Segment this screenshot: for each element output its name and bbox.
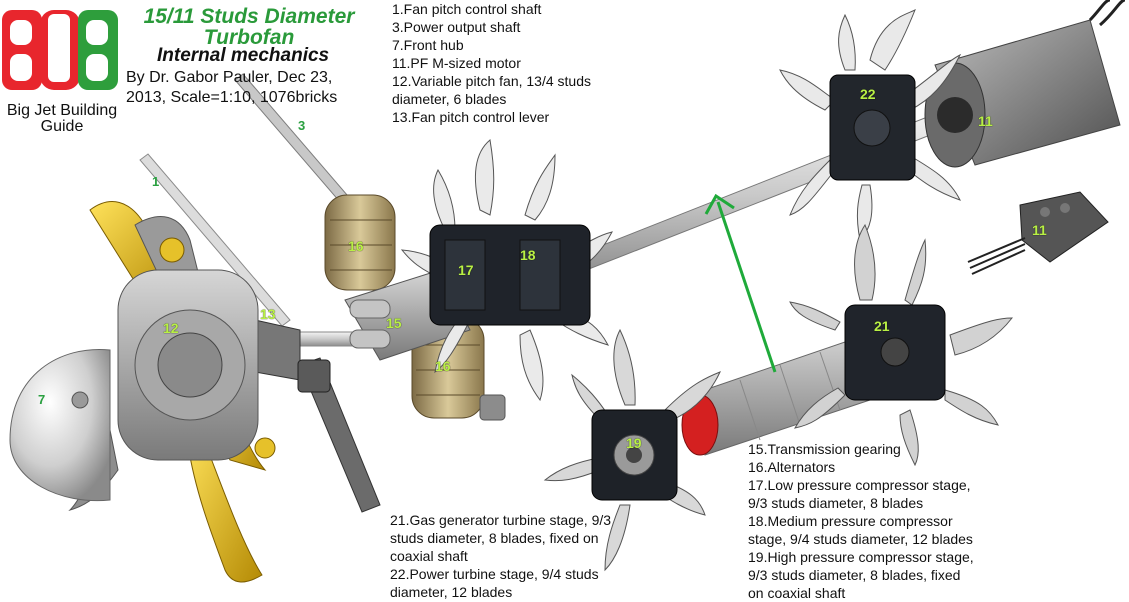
legend-item: diameter, 6 blades bbox=[392, 91, 507, 107]
legend-bottom-left: 21.Gas generator turbine stage, 9/3 stud… bbox=[390, 511, 611, 601]
part-label-15: 15 bbox=[386, 315, 402, 331]
part-label-16-upper: 16 bbox=[348, 238, 364, 254]
title-line2: Turbofan bbox=[203, 26, 295, 49]
legend-item: 3.Power output shaft bbox=[392, 19, 521, 35]
logo-caption-line1: Big Jet Building bbox=[6, 102, 118, 119]
part-label-11-motor: 11 bbox=[978, 113, 993, 129]
pf-motor bbox=[924, 0, 1126, 168]
part-label-18: 18 bbox=[520, 247, 536, 263]
gas-generator-turbine-stage bbox=[789, 223, 1014, 467]
legend-item: 17.Low pressure compressor stage, bbox=[748, 477, 971, 493]
part-label-19: 19 bbox=[626, 435, 642, 451]
compressor-stages-17-18 bbox=[400, 139, 613, 402]
legend-item: 11.PF M-sized motor bbox=[392, 55, 521, 71]
fan-pitch-control-shaft bbox=[139, 153, 291, 327]
legend-item: 1.Fan pitch control shaft bbox=[392, 1, 542, 17]
legend-item: 12.Variable pitch fan, 13/4 studs bbox=[392, 73, 591, 89]
bjb-logo-mark bbox=[2, 10, 118, 90]
subtitle: Internal mechanics bbox=[157, 45, 330, 66]
logo-caption-line2: Guide bbox=[40, 118, 84, 135]
variable-pitch-fan bbox=[68, 201, 276, 583]
byline: By Dr. Gabor Pauler, Dec 23, 2013, Scale… bbox=[126, 68, 337, 108]
byline-line2: 2013, Scale=1:10, 1076bricks bbox=[126, 89, 338, 106]
part-label-11-connector: 11 bbox=[1032, 222, 1047, 238]
front-hub bbox=[9, 348, 111, 502]
legend-item: 13.Fan pitch control lever bbox=[392, 109, 550, 125]
flow-arrow bbox=[704, 193, 777, 373]
legend-item: diameter, 12 blades bbox=[390, 584, 513, 600]
part-label-3: 3 bbox=[298, 118, 306, 133]
legend-item: 18.Medium pressure compressor bbox=[748, 513, 953, 529]
legend-item: 15.Transmission gearing bbox=[748, 441, 901, 457]
legend-item: 21.Gas generator turbine stage, 9/3 bbox=[390, 512, 612, 528]
legend-item: 22.Power turbine stage, 9/4 studs bbox=[390, 566, 599, 582]
power-turbine-stage bbox=[779, 8, 962, 242]
legend-item: studs diameter, 8 blades, fixed on bbox=[390, 530, 599, 546]
part-label-1: 1 bbox=[152, 174, 160, 189]
alternator-upper bbox=[324, 194, 396, 291]
legend-bottom-right: 15.Transmission gearing 16.Alternators 1… bbox=[748, 440, 974, 602]
legend-item: 19.High pressure compressor stage, bbox=[748, 549, 974, 565]
legend-item: stage, 9/4 studs diameter, 12 blades bbox=[748, 531, 973, 547]
pf-connector bbox=[967, 191, 1109, 275]
part-label-13: 13 bbox=[260, 306, 276, 322]
bjb-logo bbox=[2, 2, 122, 102]
high-pressure-compressor-stage bbox=[543, 328, 721, 572]
legend-item: 9/3 studs diameter, 8 blades, fixed bbox=[748, 567, 961, 583]
byline-line1: By Dr. Gabor Pauler, Dec 23, bbox=[126, 69, 333, 86]
part-label-12: 12 bbox=[163, 320, 179, 336]
legend-item: 7.Front hub bbox=[392, 37, 464, 53]
part-label-17: 17 bbox=[458, 262, 474, 278]
part-label-7: 7 bbox=[38, 392, 46, 407]
part-label-22: 22 bbox=[860, 86, 876, 102]
legend-top: 1.Fan pitch control shaft 3.Power output… bbox=[392, 0, 591, 126]
part-label-21: 21 bbox=[874, 318, 890, 334]
legend-item: coaxial shaft bbox=[390, 548, 468, 564]
legend-item: on coaxial shaft bbox=[748, 585, 846, 601]
logo-caption: Big Jet Building Guide bbox=[2, 103, 122, 135]
fan-pitch-control-lever bbox=[254, 319, 381, 513]
title-block: 15/11 Studs Diameter Turbofan bbox=[118, 6, 380, 48]
title-line1: 15/11 Studs Diameter bbox=[143, 5, 355, 28]
legend-item: 16.Alternators bbox=[748, 459, 836, 475]
part-label-16-lower: 16 bbox=[435, 358, 451, 374]
legend-item: 9/3 studs diameter, 8 blades bbox=[748, 495, 924, 511]
